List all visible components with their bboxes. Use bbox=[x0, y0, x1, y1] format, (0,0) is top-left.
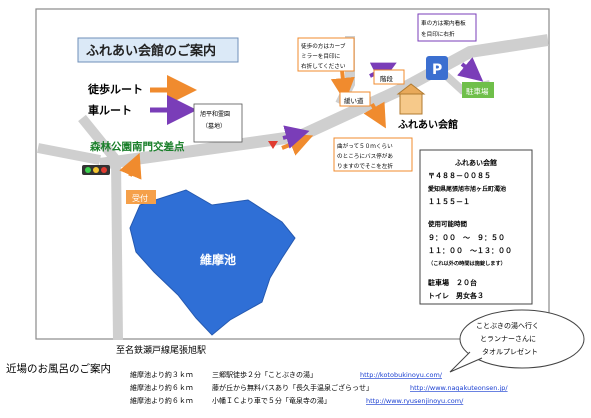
info-address-1: 愛知県尾張旭市旭ヶ丘町濁池 bbox=[428, 185, 506, 193]
stairs-box bbox=[373, 69, 405, 85]
walk-note-line-3: 右折してください bbox=[301, 62, 346, 70]
bath-2-distance: 維摩池より約６ｋｍ bbox=[130, 383, 193, 392]
hall-label: ふれあい会館 bbox=[398, 118, 458, 131]
curve-mirror-icon bbox=[268, 141, 278, 149]
info-hours-2: １１：００ ～１３：００ bbox=[428, 246, 512, 255]
memorial-park-line-1: 旭平和霊園 bbox=[200, 110, 230, 118]
bus-note-line-3: りますのでそこを左折 bbox=[337, 162, 393, 170]
intersection-label: 森林公園南門交差点 bbox=[89, 140, 185, 153]
bath-1-access: 三郷駅徒歩２分「ことぶきの湯」 bbox=[212, 370, 317, 379]
car-note-box bbox=[417, 13, 477, 42]
callout-line-1: ことぶきの湯へ行く bbox=[476, 321, 539, 330]
bath-1-link[interactable]: http://kotobukinoyu.com/ bbox=[360, 371, 443, 379]
walk-note-line-2: ミラーを目印に bbox=[301, 53, 341, 60]
memorial-park-line-2: （墓地） bbox=[202, 122, 226, 130]
info-address-2: １１５５－１ bbox=[428, 197, 470, 206]
ramp-box bbox=[339, 91, 371, 107]
car-note-line-1: 車の方は案内看板 bbox=[421, 19, 466, 27]
info-name: ふれあい会館 bbox=[455, 158, 497, 167]
map-title: ふれあい会館のご案内 bbox=[86, 43, 216, 59]
bath-3-link[interactable]: http://www.ryusenjinoyu.com/ bbox=[366, 397, 464, 405]
callout-bubble: ことぶきの湯へ行く とランナーさんに タオルプレゼント bbox=[449, 309, 585, 373]
parking-sign-icon bbox=[426, 56, 448, 80]
legend-walk-label: 徒歩ルート bbox=[87, 82, 143, 96]
walk-note-box bbox=[297, 37, 355, 72]
bus-note-line-1: 曲がって５０ｍくらい bbox=[337, 142, 393, 150]
callout-line-3: タオルプレゼント bbox=[482, 347, 538, 356]
pond-label: 維摩池 bbox=[200, 252, 236, 267]
hall-building-icon bbox=[396, 83, 426, 115]
info-toilet: トイレ 男女各３ bbox=[428, 291, 484, 300]
parking-sign-label: P bbox=[432, 62, 442, 78]
info-box: ふれあい会館 〒４８８－００８５ 愛知県尾張旭市旭ヶ丘町濁池 １１５５－１ 使用… bbox=[419, 149, 533, 305]
baths-section: 近場のお風呂のご案内 維摩池より約３ｋｍ 三郷駅徒歩２分「ことぶきの湯」 htt… bbox=[6, 362, 508, 405]
info-postal: 〒４８８－００８５ bbox=[428, 171, 491, 180]
info-hours-heading: 使用可能時間 bbox=[427, 219, 468, 228]
stairs-label: 階段 bbox=[380, 74, 394, 83]
baths-heading: 近場のお風呂のご案内 bbox=[6, 362, 111, 375]
memorial-park-box bbox=[193, 103, 243, 143]
station-label: 至名鉄瀬戸線尾張旭駅 bbox=[116, 344, 206, 356]
legend: 徒歩ルート 車ルート bbox=[87, 75, 197, 125]
legend-car-label: 車ルート bbox=[88, 103, 132, 117]
bath-2-access: 藤が丘から無料バスあり「長久手温泉ござらっせ」 bbox=[212, 383, 373, 392]
pond-shape bbox=[129, 189, 296, 336]
bath-3-access: 小幡ＩＣより車で５分「竜泉寺の湯」 bbox=[212, 396, 331, 405]
walk-note-line-1: 徒歩の方はカーブ bbox=[301, 42, 346, 50]
bath-3-distance: 維摩池より約６ｋｍ bbox=[130, 396, 193, 405]
bus-note-box bbox=[333, 137, 413, 172]
parking-lot-tag bbox=[462, 82, 494, 98]
reception-tag bbox=[126, 190, 156, 204]
bus-note-line-2: のところにバス停があ bbox=[337, 152, 393, 160]
bath-2-link[interactable]: http://www.nagakuteonsen.jp/ bbox=[410, 384, 508, 392]
title-box bbox=[77, 37, 239, 63]
parking-lot-label: 駐車場 bbox=[466, 86, 489, 96]
reception-label: 受付 bbox=[132, 193, 148, 203]
info-hours-note: （これ以外の時間は施錠します） bbox=[428, 259, 506, 267]
callout-line-2: とランナーさんに bbox=[480, 335, 536, 343]
info-parking: 駐車場 ２０台 bbox=[428, 278, 477, 287]
info-hours-1: ９：００ ～ ９：５０ bbox=[428, 233, 505, 242]
traffic-light-icon bbox=[82, 165, 110, 175]
bath-1-distance: 維摩池より約３ｋｍ bbox=[130, 370, 193, 379]
ramp-label: 緩い道 bbox=[344, 96, 364, 105]
car-note-line-2: を目印に右折 bbox=[421, 30, 455, 38]
